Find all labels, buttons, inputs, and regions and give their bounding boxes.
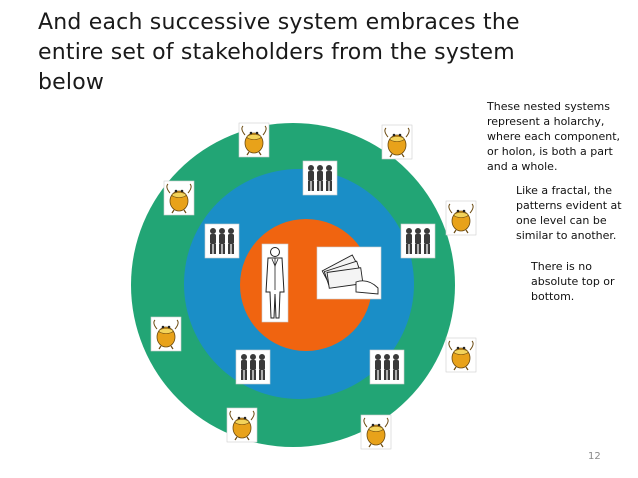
businessman-icon [261,243,289,323]
lorax-creature-icon [445,337,477,373]
people-group-icon [204,223,240,259]
lorax-creature-icon [226,407,258,443]
lorax-creature-icon [150,316,182,352]
people-group-icon [235,349,271,385]
lorax-creature-icon [163,180,195,216]
lorax-creature-icon [360,414,392,450]
people-group-icon [302,160,338,196]
lorax-creature-icon [381,124,413,160]
people-group-icon [369,349,405,385]
money-in-hand-icon [316,246,382,300]
page-number: 12 [588,451,601,462]
note-no-top-bottom: There is no absolute top or bottom. [531,260,615,303]
lorax-creature-icon [445,200,477,236]
slide-title: And each successive system embraces the … [38,10,520,95]
people-group-icon [400,223,436,259]
note-fractal: Like a fractal, the patterns evident at … [516,184,622,242]
lorax-creature-icon [238,122,270,158]
note-holarchy: These nested systems represent a holarch… [487,100,621,173]
